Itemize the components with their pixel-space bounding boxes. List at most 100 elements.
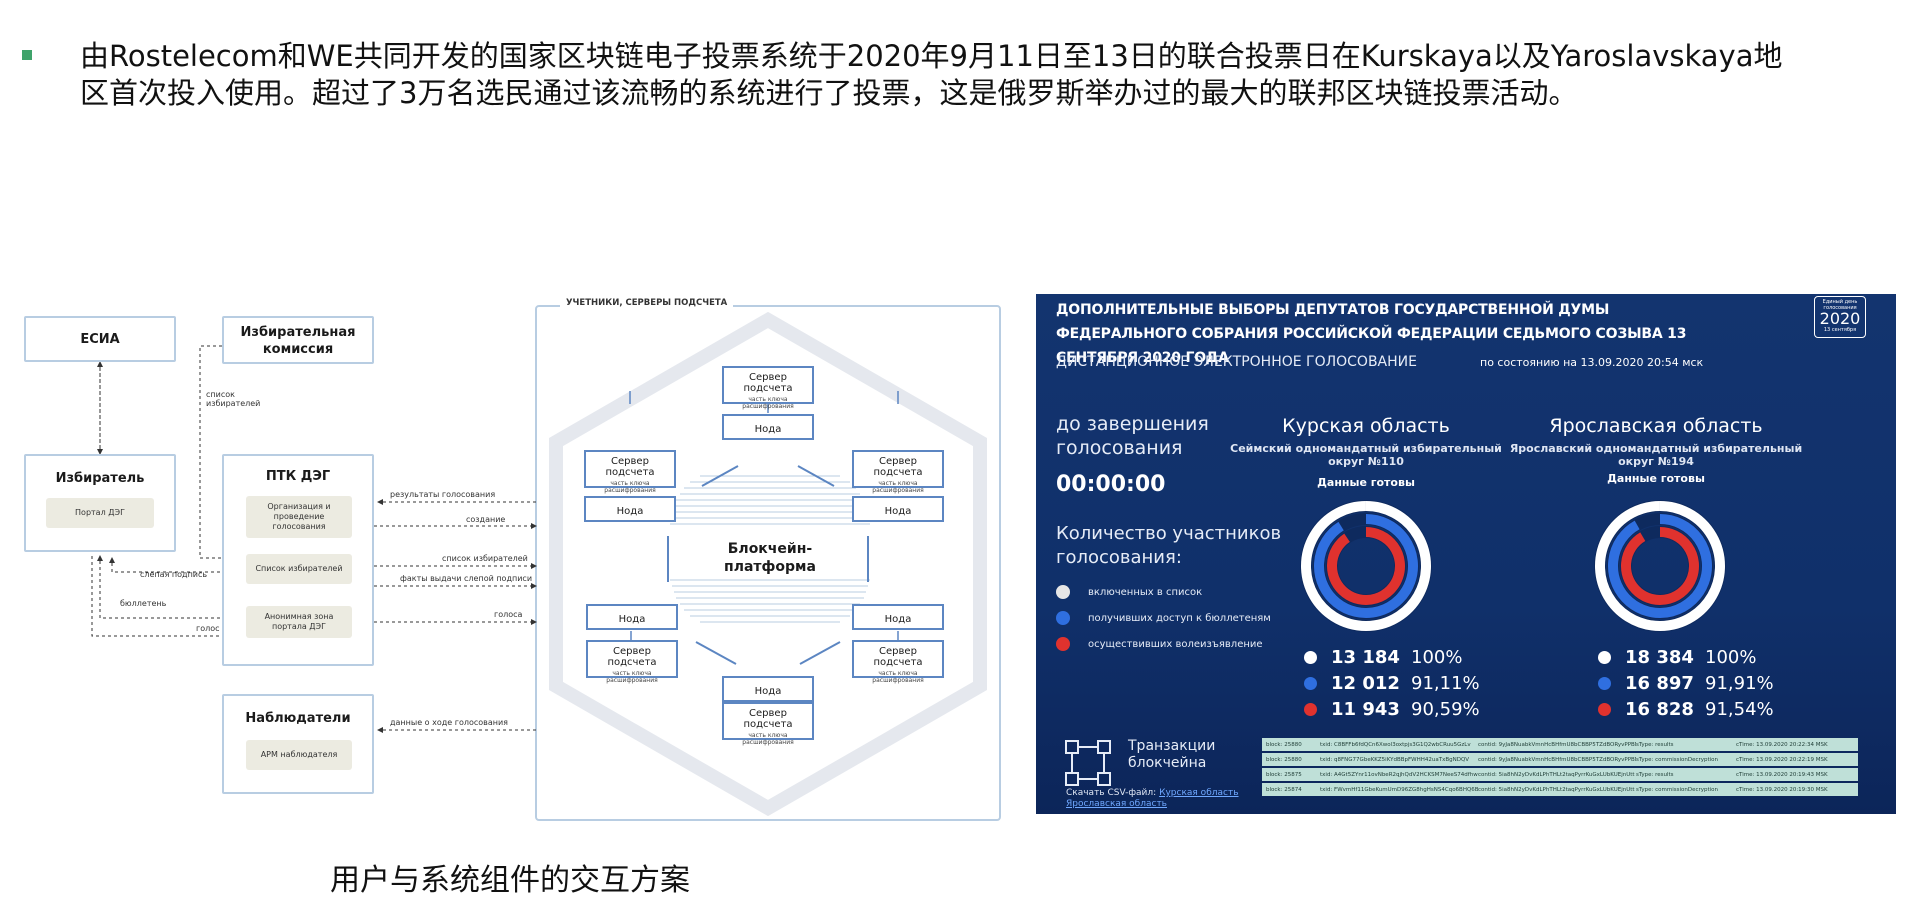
label-voter-list: список избирателей xyxy=(206,390,261,408)
stat-percent: 91,11% xyxy=(1411,672,1480,694)
ring-access xyxy=(1314,514,1418,618)
stat-dot-red xyxy=(1598,702,1611,716)
stat-yaroslavl-included: 18 384 100% xyxy=(1598,646,1756,668)
dashboard-title: ДОПОЛНИТЕЛЬНЫЕ ВЫБОРЫ ДЕПУТАТОВ ГОСУДАРС… xyxy=(1056,302,1687,366)
table-row: block: 25880 txid: q8FNG77GbeKKZ5iKYdBBp… xyxy=(1262,753,1858,766)
tx-id: txid: q8FNG77GbeKKZ5iKYdBBpFWHH42uaTxBgN… xyxy=(1320,756,1470,763)
stat-number: 11 943 xyxy=(1331,698,1400,720)
election-day-logo: Единый день голосования 2020 13 сентября xyxy=(1814,296,1866,338)
label-vote-out: голоса xyxy=(494,610,523,619)
node-top: Нода xyxy=(722,414,814,440)
tx-block: block: 25874 xyxy=(1266,786,1302,793)
csv-link-yaroslavl[interactable]: Ярославская область xyxy=(1066,799,1167,809)
server-sublabel: часть ключа расшифрования xyxy=(742,396,794,410)
transactions-table: block: 25880 txid: C8BFFb6fdQCn6Xwol3oxt… xyxy=(1262,738,1858,798)
commission-title: Избирательная комиссия xyxy=(240,325,356,357)
logo-date: 13 сентября xyxy=(1823,327,1857,333)
legend-item-voted: осуществивших волеизъявление xyxy=(1056,636,1263,652)
node-upper-left: Нода xyxy=(584,496,676,522)
until-label: до завершения голосования xyxy=(1056,413,1209,459)
tx-contid: contid: 5ia8hN2yDvKdLPhTHLt2taqPyrrKuGxL… xyxy=(1478,771,1635,778)
legend-dot-blue xyxy=(1056,611,1070,625)
voting-dashboard: ДОПОЛНИТЕЛЬНЫЕ ВЫБОРЫ ДЕПУТАТОВ ГОСУДАРС… xyxy=(1036,294,1896,814)
stat-kursk-access: 12 012 91,11% xyxy=(1304,672,1480,694)
ring-included xyxy=(1595,501,1725,631)
stat-number: 13 184 xyxy=(1331,646,1400,668)
tx-id: txid: C8BFFb6fdQCn6Xwol3oxtpjs3G1Q2wbCRu… xyxy=(1320,741,1471,748)
label-ballot: бюллетень xyxy=(120,599,167,608)
observers-box: Наблюдатели АРМ наблюдателя xyxy=(222,694,374,794)
stat-dot-white xyxy=(1598,650,1611,664)
node-lower-left: Нода xyxy=(586,604,678,630)
tx-block: block: 25880 xyxy=(1266,741,1302,748)
label-list2: список избирателей xyxy=(442,554,528,563)
tx-type: sType: commissionDecryption xyxy=(1636,786,1719,793)
stat-kursk-included: 13 184 100% xyxy=(1304,646,1462,668)
csv-link-kursk[interactable]: Курская область xyxy=(1159,788,1239,798)
transactions-label: Транзакции блокчейна xyxy=(1128,738,1216,771)
tx-block: block: 25880 xyxy=(1266,756,1302,763)
region-district: Сеймский одномандатный избирательный окр… xyxy=(1230,442,1502,468)
stat-number: 12 012 xyxy=(1331,672,1400,694)
server-label: Сервер подсчета xyxy=(743,708,793,730)
logo-top-text: Единый день голосования xyxy=(1822,299,1858,311)
stat-yaroslavl-voted: 16 828 91,54% xyxy=(1598,698,1774,720)
figure-caption: 用户与系统组件的交互方案 xyxy=(330,863,690,898)
server-lower-left: Сервер подсчета часть ключа расшифровани… xyxy=(586,640,678,684)
csv-label: Скачать CSV-файл: xyxy=(1066,788,1157,798)
node-lower-right: Нода xyxy=(852,604,944,630)
table-row: block: 25874 txid: FWvmHf11GbeKumUmD96ZG… xyxy=(1262,783,1858,796)
stat-dot-red xyxy=(1304,702,1317,716)
stat-dot-blue xyxy=(1304,676,1317,690)
server-label: Сервер подсчета xyxy=(873,646,923,668)
legend-label: осуществивших волеизъявление xyxy=(1088,638,1263,650)
stat-number: 16 897 xyxy=(1625,672,1694,694)
donut-yaroslavl xyxy=(1594,500,1726,632)
esia-title: ЕСИА xyxy=(80,332,120,347)
ptk-list-chip: Список избирателей xyxy=(246,554,352,584)
ring-voted xyxy=(1621,527,1699,605)
stat-number: 18 384 xyxy=(1625,646,1694,668)
region-status: Данные готовы xyxy=(1607,472,1705,485)
tx-id: txid: FWvmHf11GbeKumUmD96ZG8hgHsNS4Cqo6B… xyxy=(1320,786,1478,793)
tx-time: cTime: 13.09.2020 20:22:34 MSK xyxy=(1736,741,1828,748)
legend-item-access: получивших доступ к бюллетеням xyxy=(1056,610,1271,626)
tx-id: txid: A4Gt5ZYnr11ovNbeR2qjhQdV2HCKSM7Nee… xyxy=(1320,771,1478,778)
blockchain-icon xyxy=(1065,740,1111,786)
csv-download: Скачать CSV-файл: Курская область Яросла… xyxy=(1066,788,1239,810)
blind-sig-arrow xyxy=(109,557,244,573)
donut-kursk xyxy=(1300,500,1432,632)
tx-type: sType: results xyxy=(1636,771,1674,778)
dashboard-subtitle: ДИСТАНЦИОННОЕ ЭЛЕКТРОННОЕ ГОЛОСОВАНИЕ xyxy=(1056,354,1417,370)
legend-label: включенных в список xyxy=(1088,586,1203,598)
server-sublabel: часть ключа расшифрования xyxy=(742,732,794,746)
nodes-panel-title: УЧЕТНИКИ, СЕРВЕРЫ ПОДСЧЕТА xyxy=(560,298,734,308)
ptk-box: ПТК ДЭГ Организация и проведение голосов… xyxy=(222,454,374,666)
blockchain-label: Блокчейн-платформа xyxy=(724,541,816,575)
stat-percent: 90,59% xyxy=(1411,698,1480,720)
node-label: Нода xyxy=(616,506,644,517)
server-label: Сервер подсчета xyxy=(607,646,657,668)
server-sublabel: часть ключа расшифрования xyxy=(872,480,924,494)
label-blind-sig: слепая подпись xyxy=(140,570,208,579)
node-label: Нода xyxy=(884,506,912,517)
voter-box: Избиратель Портал ДЭГ xyxy=(24,454,176,552)
bullet-marker xyxy=(22,50,32,60)
tx-contid: contid: 5ia8hN2yDvKdLPhTHLt2taqPyrrKuGxL… xyxy=(1478,786,1635,793)
stat-percent: 91,54% xyxy=(1705,698,1774,720)
ring-included xyxy=(1301,501,1431,631)
participants-title: Количество участников голосования: xyxy=(1056,523,1282,568)
tx-contid: contid: 9yJa8NuabkVmnHcBHfmU8bCBBP5TZdBO… xyxy=(1478,756,1636,763)
region-name: Ярославская область xyxy=(1549,415,1763,437)
server-sublabel: часть ключа расшифрования xyxy=(606,670,658,684)
ballot-arrow xyxy=(97,555,244,619)
legend-item-included: включенных в список xyxy=(1056,584,1202,600)
tx-type: sType: commissionDecryption xyxy=(1636,756,1719,763)
ring-access xyxy=(1608,514,1712,618)
voter-portal-chip: Портал ДЭГ xyxy=(46,498,154,528)
blockchain-spokes xyxy=(629,391,899,702)
server-sublabel: часть ключа расшифрования xyxy=(604,480,656,494)
tx-contid: contid: 9yJa8NuabkVmnHcBHfmU8bCBBP5TZdBO… xyxy=(1478,741,1636,748)
node-upper-right: Нода xyxy=(852,496,944,522)
hexagon-outline xyxy=(549,311,987,817)
